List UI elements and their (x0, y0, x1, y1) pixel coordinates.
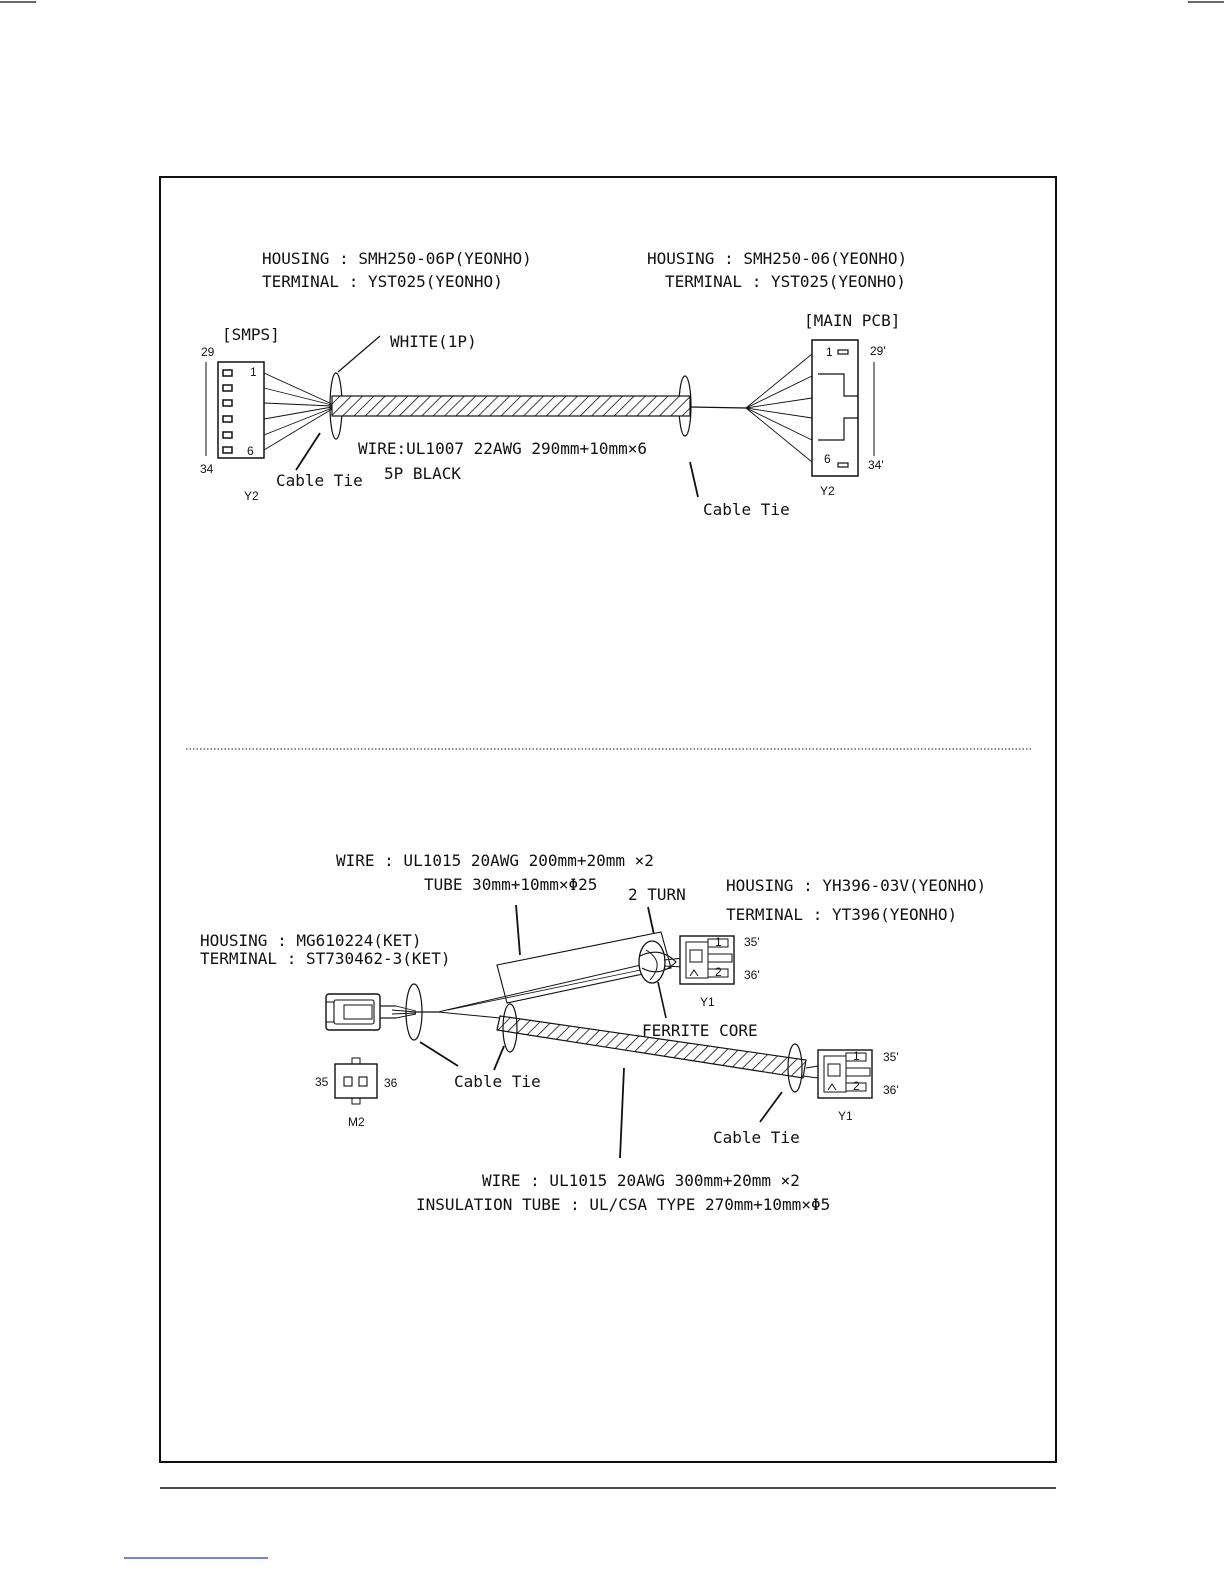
bottom-cable-tie-left: Cable Tie (454, 1072, 541, 1091)
smps-connector-id: Y2 (244, 489, 259, 503)
y1-lower-35: 35' (883, 1050, 899, 1064)
left-wire-fan (263, 372, 333, 451)
cable-tie-mid (502, 1003, 518, 1053)
ket-wire-fan (391, 1005, 417, 1019)
y1-lower-pin-2: 2 (853, 1079, 860, 1093)
bundle-tail (689, 406, 747, 409)
top-left-housing: HOUSING : SMH250-06P(YEONHO) (262, 249, 532, 268)
top-wire-color: 5P BLACK (384, 464, 461, 483)
top-right-terminal: TERMINAL : YST025(YEONHO) (665, 272, 906, 291)
tube-leader (515, 904, 521, 956)
protective-tube (496, 931, 672, 1004)
bottom-right-terminal: TERMINAL : YT396(YEONHO) (726, 905, 957, 924)
two-turn-label: 2 TURN (628, 885, 686, 904)
cable-tie-left-leader (295, 432, 321, 471)
y1-connector-upper (679, 935, 735, 985)
cable-tie-end (787, 1043, 803, 1093)
upper-branch-wire-b (447, 965, 661, 1011)
y1-lower-id: Y1 (838, 1109, 853, 1123)
top-cable-tie-right: Cable Tie (703, 500, 790, 519)
smps-connector (217, 361, 265, 459)
y1-connector-lower (817, 1049, 873, 1099)
bottom-left-terminal: TERMINAL : ST730462-3(KET) (200, 949, 450, 968)
cable-tie-end-leader (759, 1091, 783, 1123)
cable-tie-ket-leader (419, 1041, 459, 1067)
bottom-wire-spec-top: WIRE : UL1015 20AWG 200mm+20mm ×2 (336, 851, 654, 870)
y1-upper-pin-2: 2 (715, 965, 722, 979)
ket-connector (325, 993, 396, 1031)
top-left-terminal: TERMINAL : YST025(YEONHO) (262, 272, 503, 291)
cable-tie-mid-leader (493, 1045, 505, 1071)
lower-tail-wire-b (802, 1075, 819, 1079)
tube-spec: TUBE 30mm+10mm×Φ25 (424, 875, 597, 894)
ferrite-core (638, 940, 685, 984)
lower-tail-wire-a (805, 1065, 819, 1069)
white-1p-label: WHITE(1P) (390, 332, 477, 351)
bottom-cable-tie-right: Cable Tie (713, 1128, 800, 1147)
pin-29-label: 29 (201, 345, 215, 359)
wire-bundle-hatched (331, 395, 691, 417)
pcb-pin-6: 6 (824, 452, 831, 466)
right-wire-fan (745, 353, 813, 463)
pcb-pin-1: 1 (826, 345, 833, 359)
y1-upper-pin-1: 1 (715, 935, 722, 949)
pin-29p-label: 29' (870, 344, 886, 358)
white-leader-line (337, 335, 381, 373)
lower-branch-wire-a (437, 1011, 501, 1019)
harness-top: HOUSING : SMH250-06P(YEONHO) TERMINAL : … (200, 249, 907, 519)
y1-lower-pin-1: 1 (853, 1049, 860, 1063)
top-right-housing: HOUSING : SMH250-06(YEONHO) (647, 249, 907, 268)
smps-connector-pins (222, 369, 233, 454)
bottom-left-housing: HOUSING : MG610224(KET) (200, 931, 422, 950)
insulation-tube-hatched (496, 1015, 807, 1079)
diagram-frame (159, 176, 1057, 1463)
harness-bottom: WIRE : UL1015 20AWG 200mm+20mm ×2 TUBE 3… (200, 851, 986, 1214)
upper-branch-wire-a (437, 960, 659, 1013)
top-cable-tie-left: Cable Tie (276, 471, 363, 490)
top-wire-spec: WIRE:UL1007 22AWG 290mm+10mm×6 (358, 439, 647, 458)
smps-pin-1: 1 (250, 365, 257, 379)
bottom-right-housing: HOUSING : YH396-03V(YEONHO) (726, 876, 986, 895)
m2-pin-35: 35 (315, 1075, 329, 1089)
y1-upper-36: 36' (744, 968, 760, 982)
m2-connector-id: M2 (348, 1115, 365, 1129)
cable-tie-right-leader (689, 461, 699, 498)
main-pcb-label: [MAIN PCB] (804, 311, 900, 330)
pin-34p-label: 34' (868, 458, 884, 472)
pin-34-label: 34 (200, 462, 214, 476)
bottom-wire-spec: WIRE : UL1015 20AWG 300mm+20mm ×2 (482, 1171, 800, 1190)
y1-lower-36: 36' (883, 1083, 899, 1097)
insulation-tube-spec: INSULATION TUBE : UL/CSA TYPE 270mm+10mm… (416, 1195, 830, 1214)
m2-pin-36: 36 (384, 1076, 398, 1090)
main-pcb-connector (811, 339, 859, 477)
insulation-leader (619, 1067, 625, 1159)
y1-upper-id: Y1 (700, 995, 715, 1009)
y1-upper-35: 35' (744, 935, 760, 949)
m2-connector-face (334, 1057, 378, 1105)
ferrite-leader (657, 981, 667, 1019)
smps-label: [SMPS] (222, 325, 280, 344)
ferrite-core-label: FERRITE CORE (642, 1021, 758, 1040)
smps-pin-6: 6 (247, 444, 254, 458)
pcb-connector-id: Y2 (820, 484, 835, 498)
